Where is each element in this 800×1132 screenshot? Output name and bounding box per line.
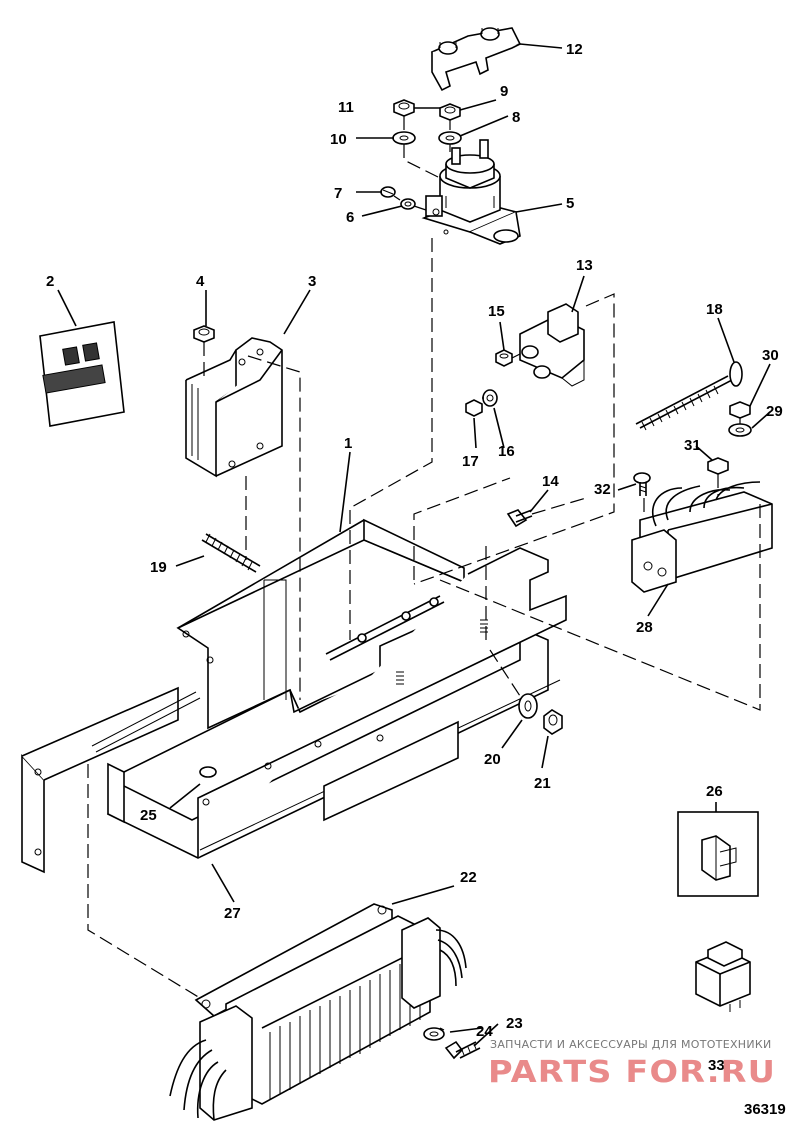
- part-12-terminal-cover: [430, 27, 522, 92]
- callout-14: 14: [542, 473, 559, 490]
- part-28-module: [631, 481, 773, 593]
- callout-18: 18: [706, 301, 723, 318]
- part-14-screw: [506, 509, 533, 528]
- callout-27: 27: [224, 905, 241, 922]
- callout-10: 10: [330, 131, 347, 148]
- callout-19: 19: [150, 559, 167, 576]
- callout-2: 2: [46, 273, 54, 290]
- part-5-solenoid: [421, 139, 521, 245]
- part-13-relay: [519, 303, 585, 387]
- callout-16: 16: [498, 443, 515, 460]
- part-19-stud: [201, 533, 261, 573]
- part-33-relay: [695, 941, 751, 1012]
- callout-22: 22: [460, 869, 477, 886]
- callout-1: 1: [344, 435, 352, 452]
- part-27-bracket: [21, 518, 567, 874]
- callout-31: 31: [684, 437, 701, 454]
- callout-7: 7: [334, 185, 342, 202]
- part-17-nut: [465, 399, 483, 417]
- callout-13: 13: [576, 257, 593, 274]
- watermark-brand: PARTS FOR.RU: [488, 1055, 776, 1090]
- leader-lines: [57, 43, 771, 1047]
- part-23-screw: [444, 1040, 481, 1060]
- callout-32: 32: [594, 481, 611, 498]
- callout-4: 4: [196, 273, 205, 290]
- callout-8: 8: [512, 109, 520, 126]
- part-32-screw: [633, 472, 651, 496]
- part-7-lock-washer: [380, 186, 396, 198]
- watermark-tagline: ЗАПЧАСТИ И АКСЕССУАРЫ ДЛЯ МОТОТЕХНИКИ: [490, 1038, 772, 1051]
- part-6-nut: [400, 198, 416, 210]
- part-18-long-bolt: [635, 361, 743, 431]
- callout-20: 20: [484, 751, 501, 768]
- callout-5: 5: [566, 195, 574, 212]
- callout-23: 23: [506, 1015, 523, 1032]
- callout-labels: 12 11 9 10 8 7 6 5 2 4 3 13 15 18 30 29 …: [46, 41, 783, 1074]
- part-22-regulator: [169, 903, 467, 1121]
- part-11-nut: [393, 99, 415, 117]
- callout-21: 21: [534, 775, 551, 792]
- part-2-decal: [39, 321, 125, 427]
- watermark: ЗАПЧАСТИ И АКСЕССУАРЫ ДЛЯ МОТОТЕХНИКИ PA…: [488, 1038, 776, 1090]
- callout-12: 12: [566, 41, 583, 58]
- part-16-washer: [482, 389, 498, 407]
- figure-number: 36319: [744, 1101, 786, 1118]
- callout-6: 6: [346, 209, 354, 226]
- part-29-washer: [728, 423, 752, 437]
- callout-24: 24: [476, 1023, 493, 1040]
- part-24-washer: [423, 1027, 445, 1041]
- callout-9: 9: [500, 83, 508, 100]
- callout-29: 29: [766, 403, 783, 420]
- callout-26: 26: [706, 783, 723, 800]
- part-26-fuse: [677, 811, 759, 897]
- part-4-nut: [193, 325, 215, 343]
- callout-11: 11: [338, 99, 354, 116]
- callout-3: 3: [308, 273, 316, 290]
- alignment-lines: [87, 116, 761, 1031]
- callout-15: 15: [488, 303, 505, 320]
- part-9-nut: [439, 103, 461, 121]
- part-8-washer: [438, 131, 462, 145]
- part-20-washer: [518, 693, 538, 719]
- part-10-washer: [392, 131, 416, 145]
- part-3-cover: [185, 337, 283, 478]
- part-15-nut: [495, 349, 513, 367]
- callout-17: 17: [462, 453, 479, 470]
- callout-33: 33: [708, 1057, 725, 1074]
- part-30-nut: [729, 401, 751, 419]
- callout-25: 25: [140, 807, 157, 824]
- callout-30: 30: [762, 347, 779, 364]
- callout-28: 28: [636, 619, 653, 636]
- part-31-nut: [707, 457, 729, 475]
- part-21-nut: [543, 709, 563, 735]
